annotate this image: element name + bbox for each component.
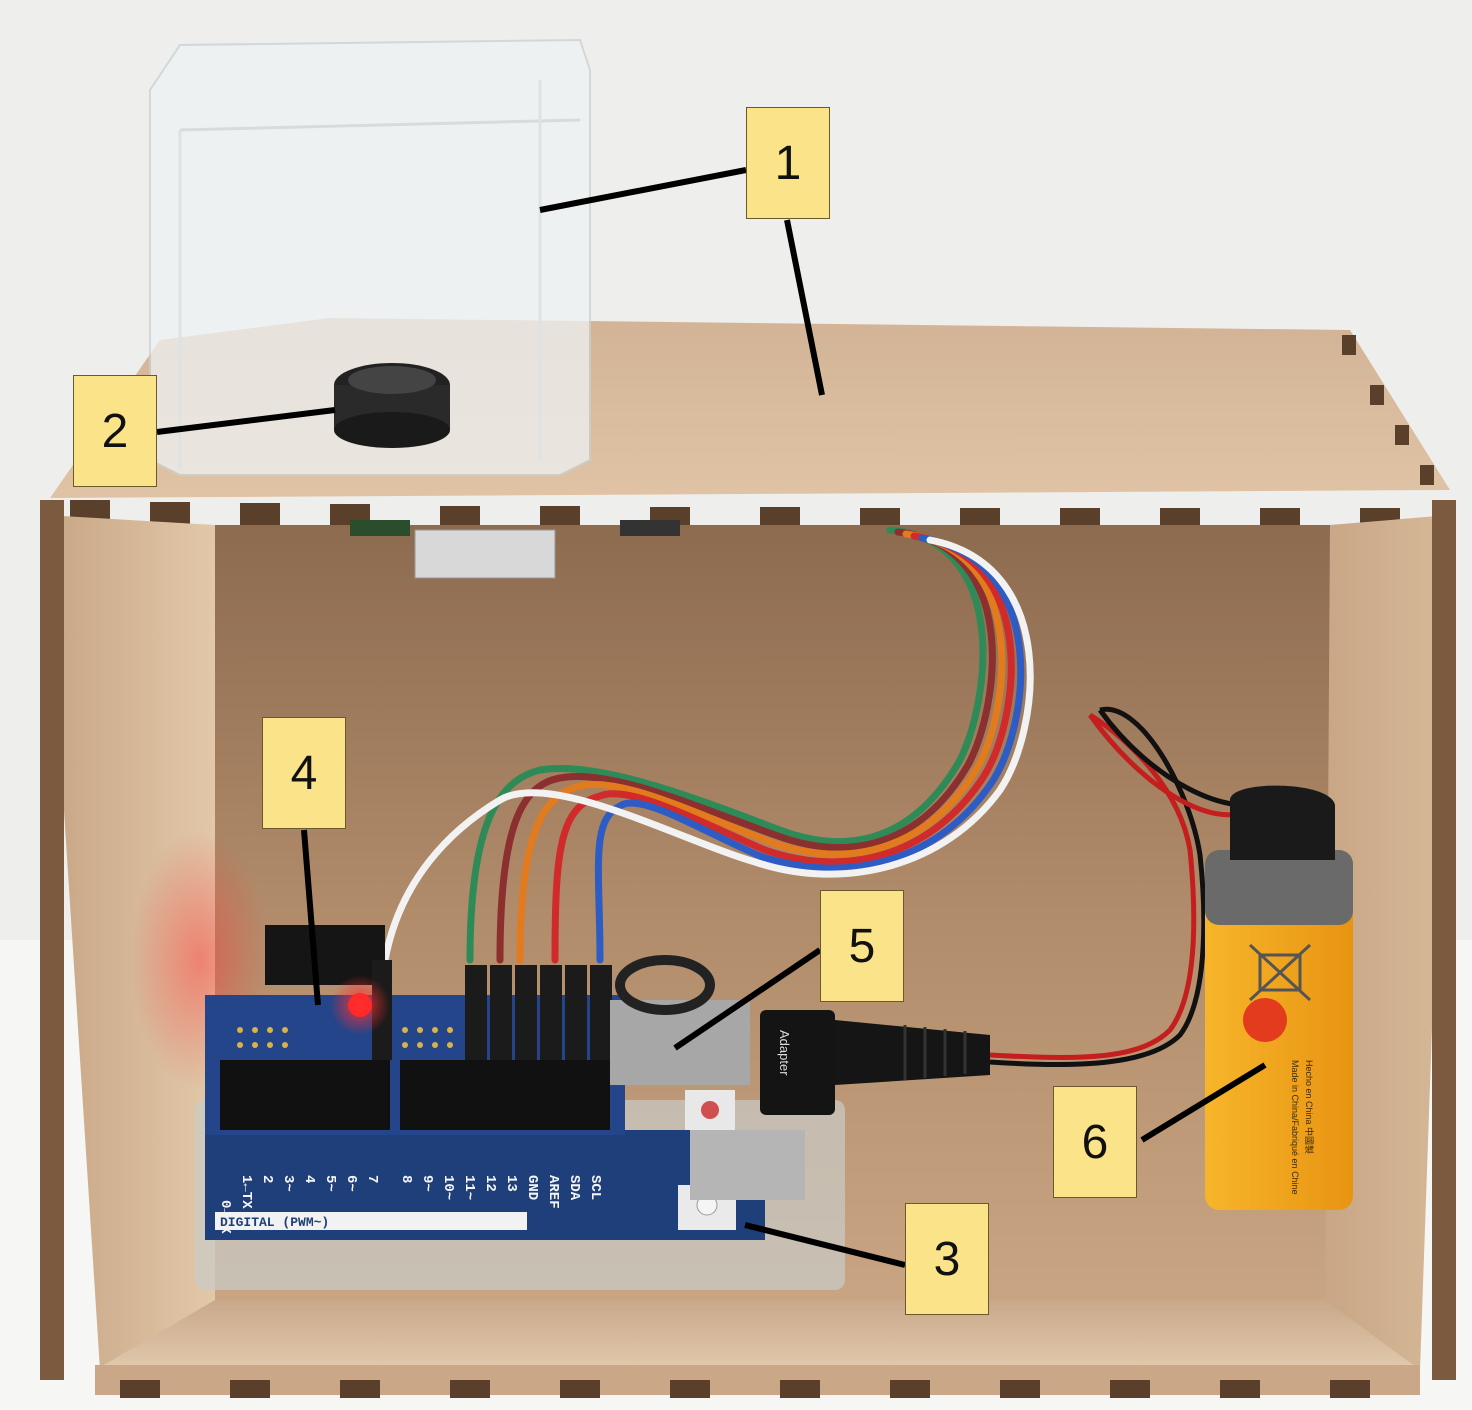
pin-label: 9~ (419, 1175, 435, 1192)
digital-label-bar (215, 1212, 527, 1230)
adapter-label: Adapter (777, 1030, 792, 1076)
bin-symbol (1248, 943, 1312, 1002)
ribbon-cable (381, 526, 1034, 964)
pin-label: SDA (566, 1175, 582, 1201)
barrel-ridges (903, 1025, 967, 1080)
pin-label: 8 (398, 1175, 414, 1183)
callout-label: 1 (746, 107, 830, 219)
bottom-finger-joints (120, 1380, 1370, 1398)
callout-label: 6 (1053, 1086, 1137, 1198)
callout-label: 2 (73, 375, 157, 487)
pin-label: 4 (301, 1175, 317, 1183)
pin-label: 12 (482, 1175, 498, 1192)
digital-label: DIGITAL (PWM~) (220, 1215, 329, 1230)
header-left (220, 1060, 390, 1130)
header-right (400, 1060, 610, 1130)
pin-label: 3~ (280, 1175, 296, 1192)
callout-label: 3 (905, 1203, 989, 1315)
pin-label: SCL (587, 1175, 603, 1200)
pin-label: 13 (503, 1175, 519, 1192)
box-bottom-edge (95, 1365, 1420, 1395)
callout-label: 4 (262, 717, 346, 829)
acrylic-enclosure (149, 38, 591, 476)
battery-text-2: Hecho en China 中國製 (1304, 1060, 1315, 1154)
battery-snap (1230, 785, 1335, 860)
leader-lines (156, 167, 1267, 1268)
sensor-pcb (350, 520, 410, 536)
side-finger-joints (1342, 335, 1434, 485)
dc-ring (615, 955, 715, 1015)
battery-cap (1205, 850, 1353, 925)
usb-metal (690, 1130, 805, 1200)
pin-label: 6~ (343, 1175, 359, 1192)
pin-label: 1←TX (238, 1175, 254, 1209)
sensor-module (414, 529, 556, 579)
battery-logo (1243, 998, 1287, 1042)
pin-label: 7 (364, 1175, 380, 1183)
battery-wire-black (989, 706, 1207, 1068)
red-led-glow (330, 975, 390, 1035)
pin-label: AREF (545, 1175, 561, 1209)
pin-label: 11~ (461, 1175, 477, 1200)
left-edge (40, 500, 64, 1380)
pin-label-row: 0→RX 1←TX 2 3~ 4 5~ 6~ 7 8 9~ 10~ 11~ 12… (217, 1175, 603, 1234)
battery-wire-red (989, 712, 1197, 1060)
pin-label: GND (524, 1175, 540, 1200)
shield-pads (237, 1027, 453, 1048)
right-edge (1432, 500, 1456, 1380)
battery-text-1: Made in China/Fabriqué en Chine (1290, 1060, 1300, 1195)
box-left-side (45, 515, 215, 1370)
box-floor (95, 1300, 1420, 1370)
dc-barrel (835, 1020, 990, 1085)
header-top (265, 925, 385, 985)
sensor-connector (620, 520, 680, 536)
pin-label: 2 (259, 1175, 275, 1183)
pin-label: 5~ (322, 1175, 338, 1192)
box-right-side (1325, 515, 1450, 1370)
pin-label: 10~ (440, 1175, 456, 1200)
dc-adapter-plug (760, 1010, 835, 1115)
callout-label: 5 (820, 890, 904, 1002)
